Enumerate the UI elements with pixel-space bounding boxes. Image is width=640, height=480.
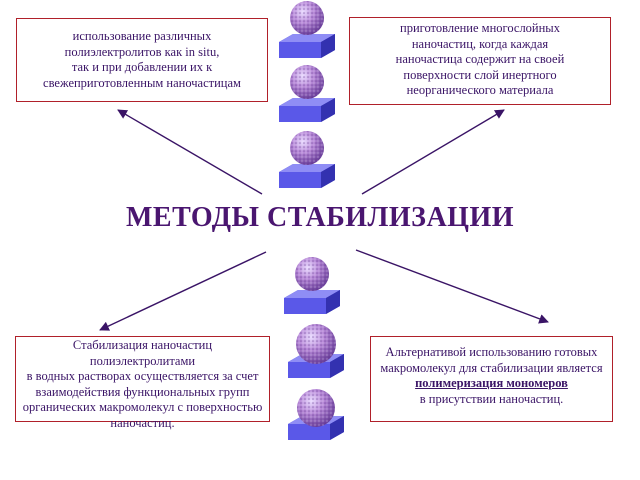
- arrow-to-top-left: [117, 109, 263, 195]
- particle-on-substrate-icon: [284, 257, 340, 314]
- box-text-line: Альтернативой использованию готовых: [385, 345, 598, 359]
- box-text-line: поверхности слой инертного: [403, 67, 557, 82]
- method-box-monomer-polymerization: Альтернативой использованию готовых макр…: [370, 336, 613, 422]
- box-text-line: использование различных: [72, 29, 212, 43]
- box-text-line: наночастиц.: [110, 415, 175, 430]
- box-text-line: приготовление многослойных: [400, 21, 560, 35]
- box-emphasis-text: полимеризация мономеров: [415, 376, 568, 390]
- particle-on-substrate-icon: [279, 1, 335, 58]
- arrow-to-bottom-left: [99, 251, 267, 331]
- box-text-line: в присутствии наночастиц.: [419, 391, 564, 406]
- particle-on-substrate-icon: [279, 131, 335, 188]
- box-text-line: наночастиц, когда каждая: [411, 36, 549, 51]
- box-text-line: наночастица содержит на своей: [395, 52, 565, 66]
- box-text-line: взаимодействия функциональных групп: [35, 384, 250, 399]
- box-text-line: органических макромолекул с поверхностью: [22, 400, 263, 414]
- box-text-line: полиэлектролитов как in situ,: [64, 44, 220, 59]
- particle-on-substrate-icon: [279, 65, 335, 122]
- box-text-line: макромолекул для стабилизации является: [380, 360, 603, 375]
- box-text-line: полиэлектролитами: [89, 353, 196, 368]
- box-text-line: Стабилизация наночастиц: [72, 338, 213, 352]
- box-text-line: так и при добавлении их к: [71, 60, 213, 74]
- arrow-to-bottom-right: [355, 249, 549, 324]
- method-box-multilayer-nanoparticles: приготовление многослойных наночастиц, к…: [349, 17, 611, 105]
- particle-on-substrate-icon: [288, 324, 344, 378]
- method-box-aqueous-stabilization: Стабилизация наночастиц полиэлектролитам…: [15, 336, 270, 430]
- diagram-title: МЕТОДЫ СТАБИЛИЗАЦИИ: [125, 202, 515, 233]
- method-box-polyelectrolytes-in-situ: использование различных полиэлектролитов…: [16, 18, 268, 102]
- box-text-line: в водных растворах осуществляется за сче…: [26, 369, 259, 383]
- particle-on-substrate-icon: [288, 389, 344, 440]
- arrow-to-top-right: [361, 109, 505, 195]
- box-text-line: неорганического материала: [406, 83, 554, 97]
- box-text-line: свежеприготовленным наночастицам: [43, 75, 241, 90]
